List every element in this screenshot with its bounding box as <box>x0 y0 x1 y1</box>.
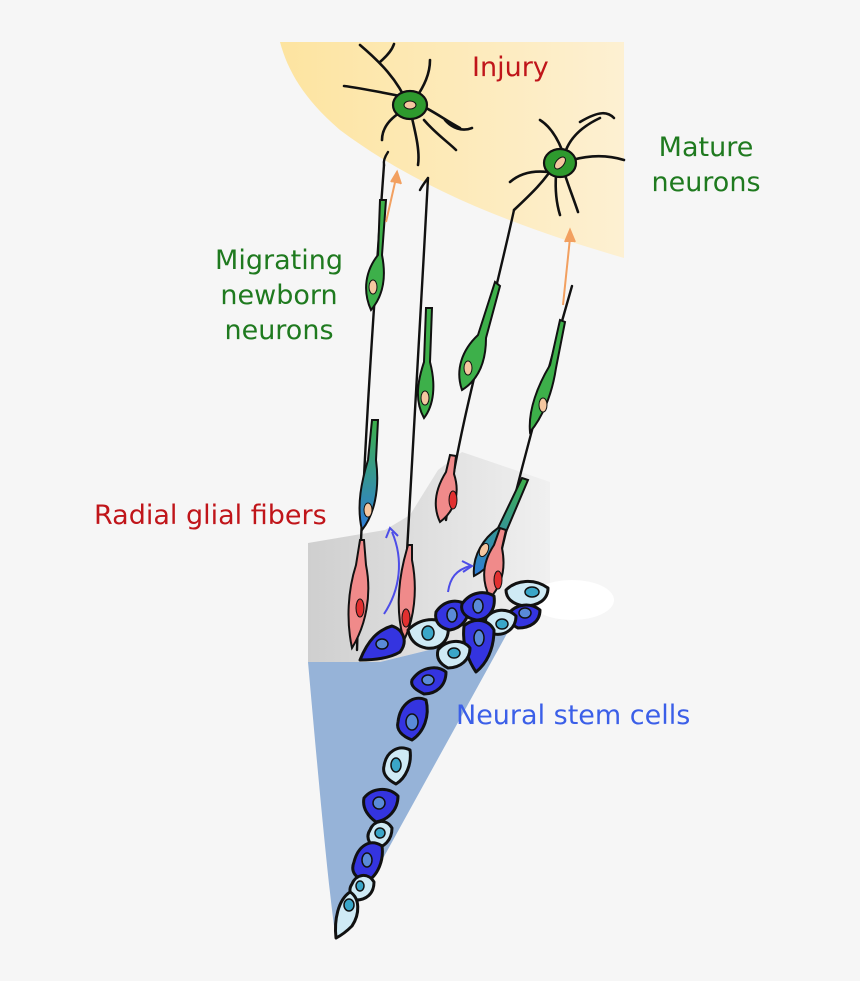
label-migrating-line3: neurons <box>224 315 334 346</box>
mature-neuron-1 <box>342 42 474 167</box>
label-migrating-neurons: Migrating newborn neurons <box>208 243 350 348</box>
neural-stem-cells <box>334 580 550 940</box>
radial-glia-cells <box>347 453 508 651</box>
label-injury: Injury <box>472 50 549 85</box>
blue-migration-arrows <box>383 526 474 615</box>
label-radial-text: Radial glial fibers <box>94 500 327 531</box>
label-mature-line1: Mature <box>658 132 754 163</box>
label-mature-neurons: Mature neurons <box>646 130 766 200</box>
orange-migration-arrows <box>385 169 576 306</box>
migrating-neurons <box>358 199 567 578</box>
label-migrating-line1: Migrating <box>215 245 343 276</box>
label-injury-text: Injury <box>472 52 549 83</box>
label-mature-line2: neurons <box>651 167 761 198</box>
label-stem-text: Neural stem cells <box>456 700 691 731</box>
injury-region <box>280 42 624 258</box>
tissue-white-blob <box>530 580 614 620</box>
mature-neuron-2 <box>508 111 626 217</box>
label-migrating-line2: newborn <box>220 280 338 311</box>
label-radial-glial-fibers: Radial glial fibers <box>94 498 327 533</box>
label-neural-stem-cells: Neural stem cells <box>456 698 690 733</box>
